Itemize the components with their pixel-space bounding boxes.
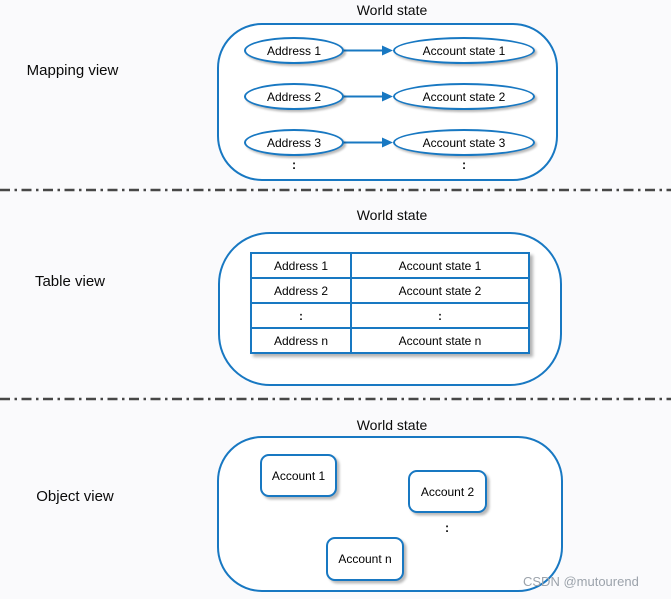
- account-state-ellipse: Account state 1: [393, 37, 535, 64]
- table-row: Address 1 Account state 1: [250, 252, 530, 279]
- object-world-state-container: Account 1 Account 2 Account n :: [217, 436, 563, 592]
- mapping-view-label: Mapping view: [26, 62, 119, 79]
- table-row: Address n Account state n: [250, 327, 530, 354]
- watermark: CSDN @mutourend: [523, 574, 639, 589]
- account-state-ellipse: Account state 2: [393, 83, 535, 110]
- table-row-ellipsis: : :: [250, 302, 530, 329]
- address-cell: Address 1: [250, 252, 352, 279]
- section-divider: [0, 188, 671, 192]
- account-state-ellipse: Account state 3: [393, 129, 535, 156]
- account-box: Account 2: [408, 470, 487, 513]
- account-state-cell: Account state n: [350, 327, 530, 354]
- account-box: Account 1: [260, 454, 337, 497]
- address-cell: Address 2: [250, 277, 352, 304]
- object-world-state-title: World state: [356, 417, 428, 433]
- world-state-table: Address 1 Account state 1 Address 2 Acco…: [250, 252, 530, 354]
- address-ellipse: Address 3: [244, 129, 344, 156]
- mapping-world-state-container: Address 1 Account state 1 Address 2 Acco…: [217, 23, 558, 181]
- table-view-label: Table view: [34, 273, 106, 290]
- address-cell: Address n: [250, 327, 352, 354]
- account-state-cell-ellipsis: :: [350, 302, 530, 329]
- account-column-ellipsis: :: [461, 157, 467, 172]
- object-view-label: Object view: [36, 488, 114, 505]
- account-state-cell: Account state 1: [350, 252, 530, 279]
- address-column-ellipsis: :: [291, 157, 297, 172]
- table-world-state-container: Address 1 Account state 1 Address 2 Acco…: [218, 232, 562, 386]
- section-divider: [0, 397, 671, 401]
- account-box: Account n: [326, 537, 404, 581]
- address-cell-ellipsis: :: [250, 302, 352, 329]
- object-ellipsis: :: [444, 520, 450, 535]
- address-ellipse: Address 1: [244, 37, 344, 64]
- account-state-cell: Account state 2: [350, 277, 530, 304]
- mapping-world-state-title: World state: [356, 2, 428, 18]
- table-world-state-title: World state: [356, 207, 428, 223]
- table-row: Address 2 Account state 2: [250, 277, 530, 304]
- address-ellipse: Address 2: [244, 83, 344, 110]
